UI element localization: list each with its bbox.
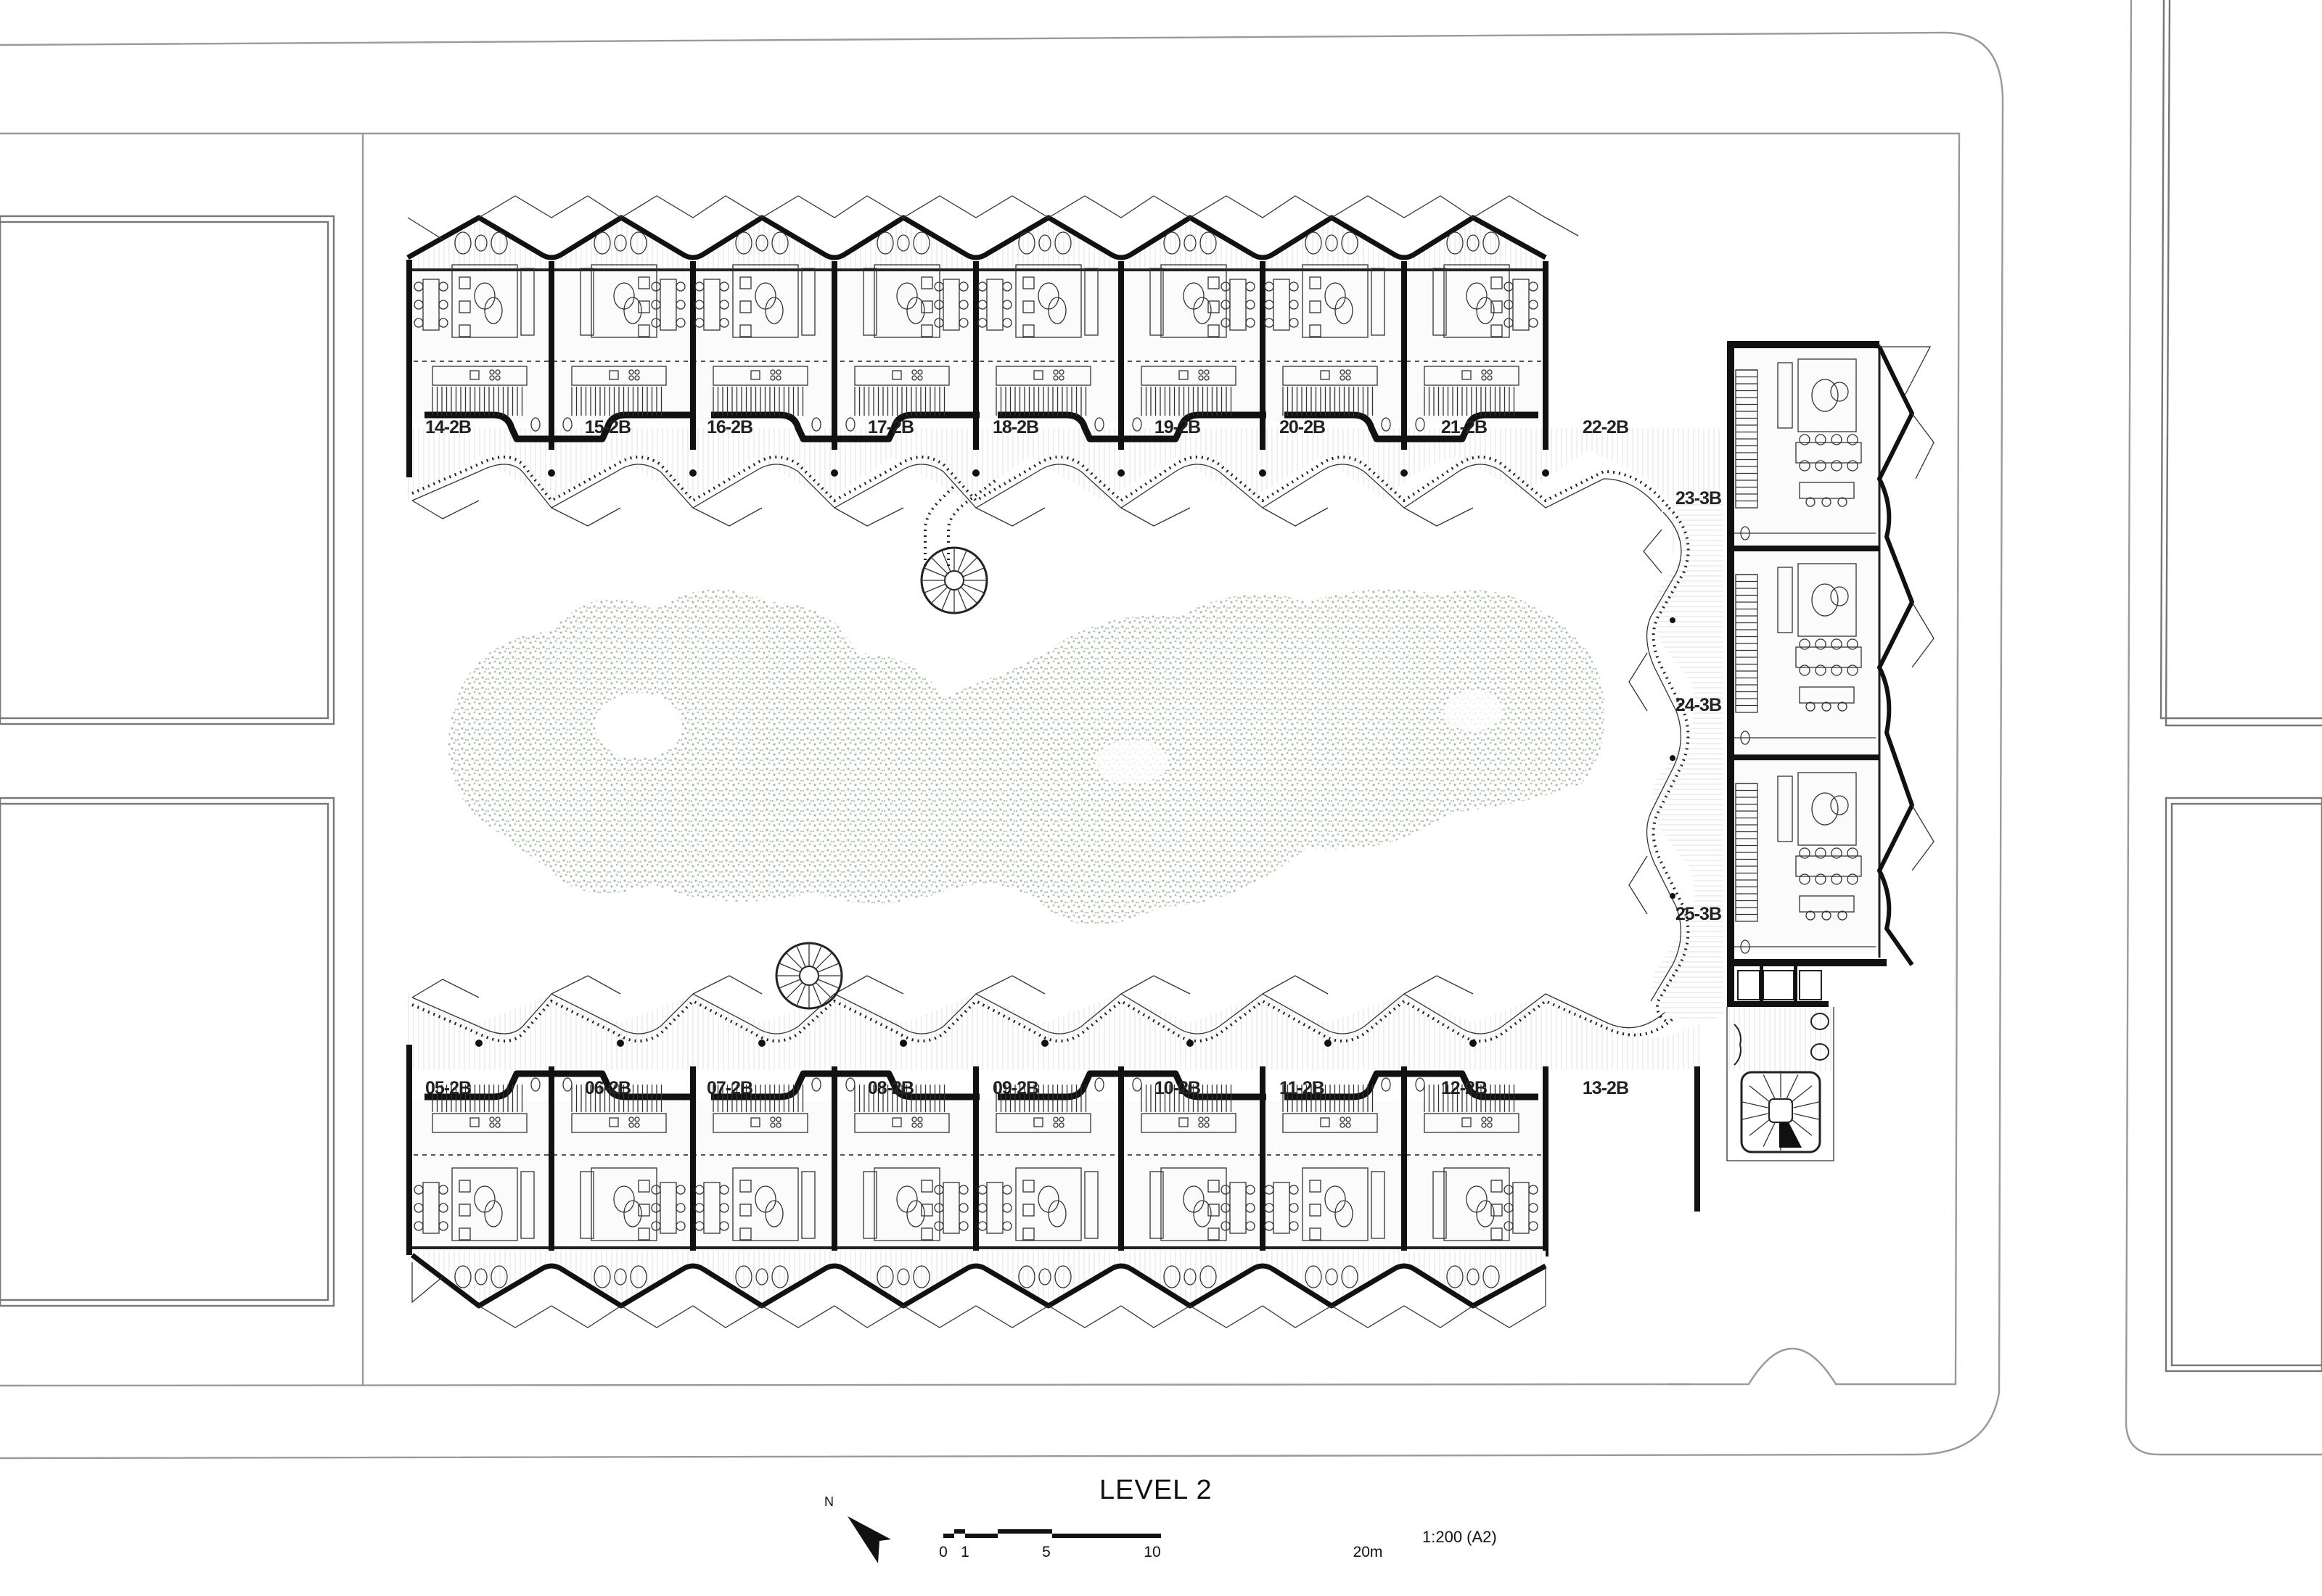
unit-label: 05-2B bbox=[425, 1078, 471, 1098]
south-wing bbox=[406, 975, 1702, 1328]
unit-label: 24-3B bbox=[1675, 695, 1721, 715]
unit-label: 07-2B bbox=[707, 1078, 752, 1098]
scale-tick-label: 1 bbox=[961, 1544, 969, 1560]
scale-tick-label: 10 bbox=[1144, 1544, 1161, 1560]
north-arrow-icon bbox=[848, 1516, 891, 1563]
unit-label: 16-2B bbox=[707, 417, 752, 437]
unit-labels: 14-2B 15-2B 16-2B 17-2B 18-2B 19-2B 20-2B 21-2B… bbox=[425, 417, 1722, 1098]
scale-tick-label: 5 bbox=[1042, 1544, 1051, 1560]
unit-label: 25-3B bbox=[1675, 904, 1721, 924]
unit-label: 15-2B bbox=[585, 417, 631, 437]
east-corridor bbox=[1628, 501, 1723, 1024]
unit-label: 18-2B bbox=[993, 417, 1038, 437]
unit-label: 06-2B bbox=[585, 1078, 631, 1098]
unit-label: 21-2B bbox=[1441, 417, 1487, 437]
unit-label: 12-2B bbox=[1441, 1078, 1487, 1098]
north-label: N bbox=[824, 1494, 834, 1509]
north-wing bbox=[406, 195, 1720, 566]
scale-tick-label: 20m bbox=[1353, 1544, 1383, 1560]
site-context bbox=[0, 0, 2322, 1460]
unit-label: 10-2B bbox=[1154, 1078, 1200, 1098]
courtyard-tree-canopy bbox=[448, 589, 1605, 925]
drawing-title: LEVEL 2 bbox=[1099, 1475, 1213, 1505]
unit-label: 14-2B bbox=[425, 417, 471, 437]
unit-label: 20-2B bbox=[1279, 417, 1325, 437]
unit-label: 17-2B bbox=[868, 417, 914, 437]
unit-label: 13-2B bbox=[1583, 1078, 1628, 1098]
unit-label: 19-2B bbox=[1154, 417, 1200, 437]
spiral-stair-north[interactable] bbox=[920, 477, 999, 614]
unit-label: 23-3B bbox=[1675, 488, 1721, 509]
scale-bar bbox=[943, 1529, 1161, 1538]
unit-label: 22-2B bbox=[1583, 417, 1628, 437]
unit-label: 09-2B bbox=[993, 1078, 1038, 1098]
east-wing bbox=[1694, 341, 1935, 1212]
scale-ratio: 1:200 (A2) bbox=[1422, 1528, 1497, 1546]
unit-label: 08-2B bbox=[868, 1078, 914, 1098]
spiral-stair-south[interactable] bbox=[775, 942, 843, 1010]
scale-tick-label: 0 bbox=[939, 1544, 948, 1560]
unit-label: 11-2B bbox=[1279, 1078, 1324, 1098]
